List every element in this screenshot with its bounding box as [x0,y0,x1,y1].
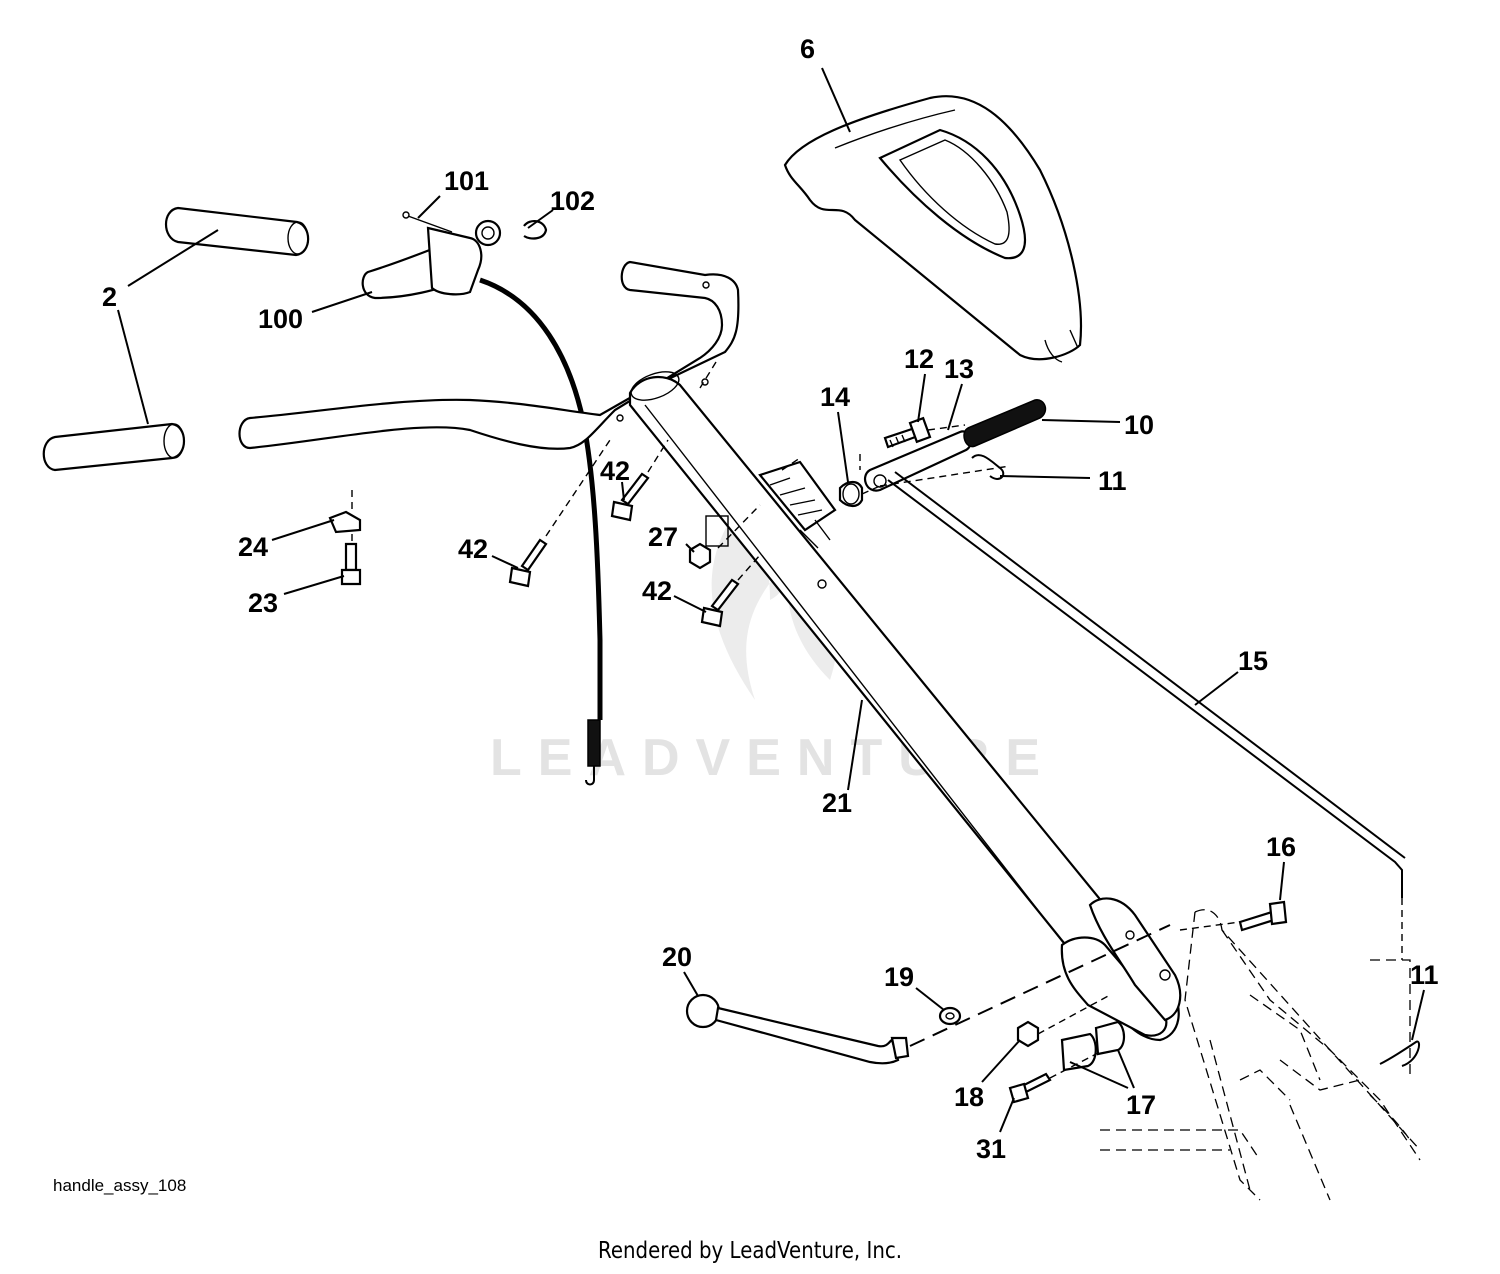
callout-20: 20 [662,942,692,972]
callout-leader-lines [117,67,1425,1133]
callout-42-right: 42 [642,576,672,606]
callout-42-left: 42 [458,534,488,564]
hairpin-11-upper-part [971,454,1005,480]
cover-console-part [783,95,1083,363]
clip-102-part [523,220,548,240]
nut-18-part [1016,1020,1040,1048]
rod-15-part [887,471,1406,898]
shift-lever-20-part [685,993,910,1065]
upper-handlebar-part [238,260,740,450]
bolt-12-part [883,416,932,449]
callout-31: 31 [976,1134,1006,1164]
callout-102: 102 [550,186,595,216]
spacer-14-part [838,480,864,508]
throttle-cable-part [479,277,603,786]
callout-16: 16 [1266,832,1296,862]
control-bracket-part [758,460,837,549]
bolt-42-a-part [610,472,650,522]
main-handle-tube-part [628,371,1182,1042]
callout-6: 6 [800,34,815,64]
dark-grip-10-part [963,399,1047,448]
throttle-lever-part [361,211,502,300]
callout-17: 17 [1126,1090,1156,1120]
clip-24-part [328,510,362,534]
drawing-id-label: handle_assy_108 [53,1176,187,1195]
callout-24: 24 [238,532,268,562]
callout-labels: 6 101 102 2 100 12 13 14 10 11 42 42 42 … [102,34,1439,1164]
callout-27: 27 [648,522,678,552]
render-credit: Rendered by LeadVenture, Inc. [597,1238,903,1264]
callout-11-upper: 11 [1098,466,1127,496]
callout-100: 100 [258,304,303,334]
pad-17-part [1060,1020,1126,1072]
screw-23-part [340,542,362,586]
bolt-31-part [1008,1072,1052,1104]
bolt-42-b-part [508,538,548,588]
callout-15: 15 [1238,646,1268,676]
washer-19-part [938,1006,962,1026]
hand-grip-upper-part [164,206,310,257]
bolt-42-c-part [700,578,740,628]
hand-grip-lower-part [42,422,186,472]
callout-13: 13 [944,354,974,384]
callout-2: 2 [102,282,117,312]
callout-11-lower: 11 [1410,960,1439,990]
callout-42-top: 42 [600,456,630,486]
hairpin-11-lower-part [1379,1040,1420,1067]
callout-18: 18 [954,1082,984,1112]
callout-21: 21 [822,788,852,818]
callout-14: 14 [820,382,850,412]
callout-23: 23 [248,588,278,618]
nut-27-part [688,542,712,570]
tiller-reference-outline [1100,909,1421,1201]
callout-19: 19 [884,962,914,992]
callout-12: 12 [904,344,934,374]
callout-10: 10 [1124,410,1154,440]
callout-101: 101 [444,166,489,196]
bolt-16-part [1238,900,1288,932]
